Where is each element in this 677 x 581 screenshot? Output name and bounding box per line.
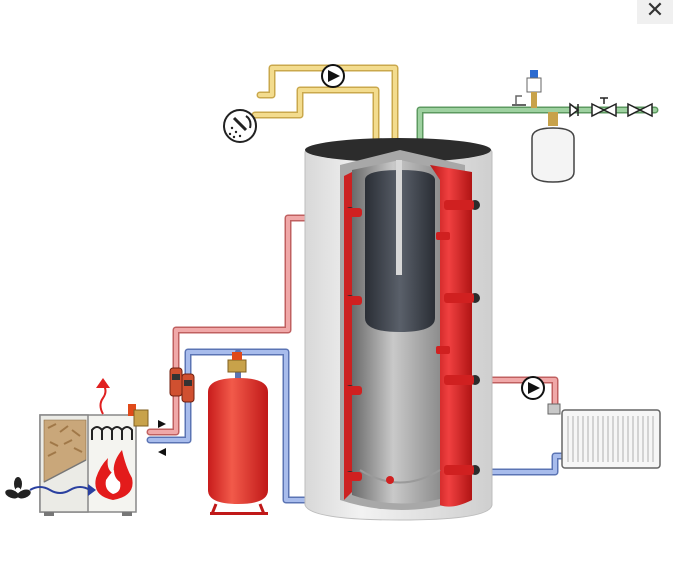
boiler-pump-group [169,367,195,403]
fan-icon [5,477,31,499]
close-icon: ✕ [645,0,665,23]
radiator-icon [547,403,661,469]
pellet-boiler [5,378,137,516]
pump-icon [321,64,345,88]
flow-arrow-left [158,448,166,456]
shower-icon [223,109,257,143]
pump-icon [521,376,545,400]
cold-water-valves [512,70,653,183]
heat-exchanger-coil [91,426,133,440]
flue-arrow [99,383,107,415]
flow-arrow-right [158,420,166,428]
buffer-tank [304,138,493,521]
pipes [146,64,659,504]
flame-icon [95,450,133,500]
boiler-safety-valve [128,404,149,427]
expansion-vessel-icon [208,352,268,515]
close-button[interactable]: ✕ [637,0,673,24]
air-intake-arrow [29,486,91,494]
